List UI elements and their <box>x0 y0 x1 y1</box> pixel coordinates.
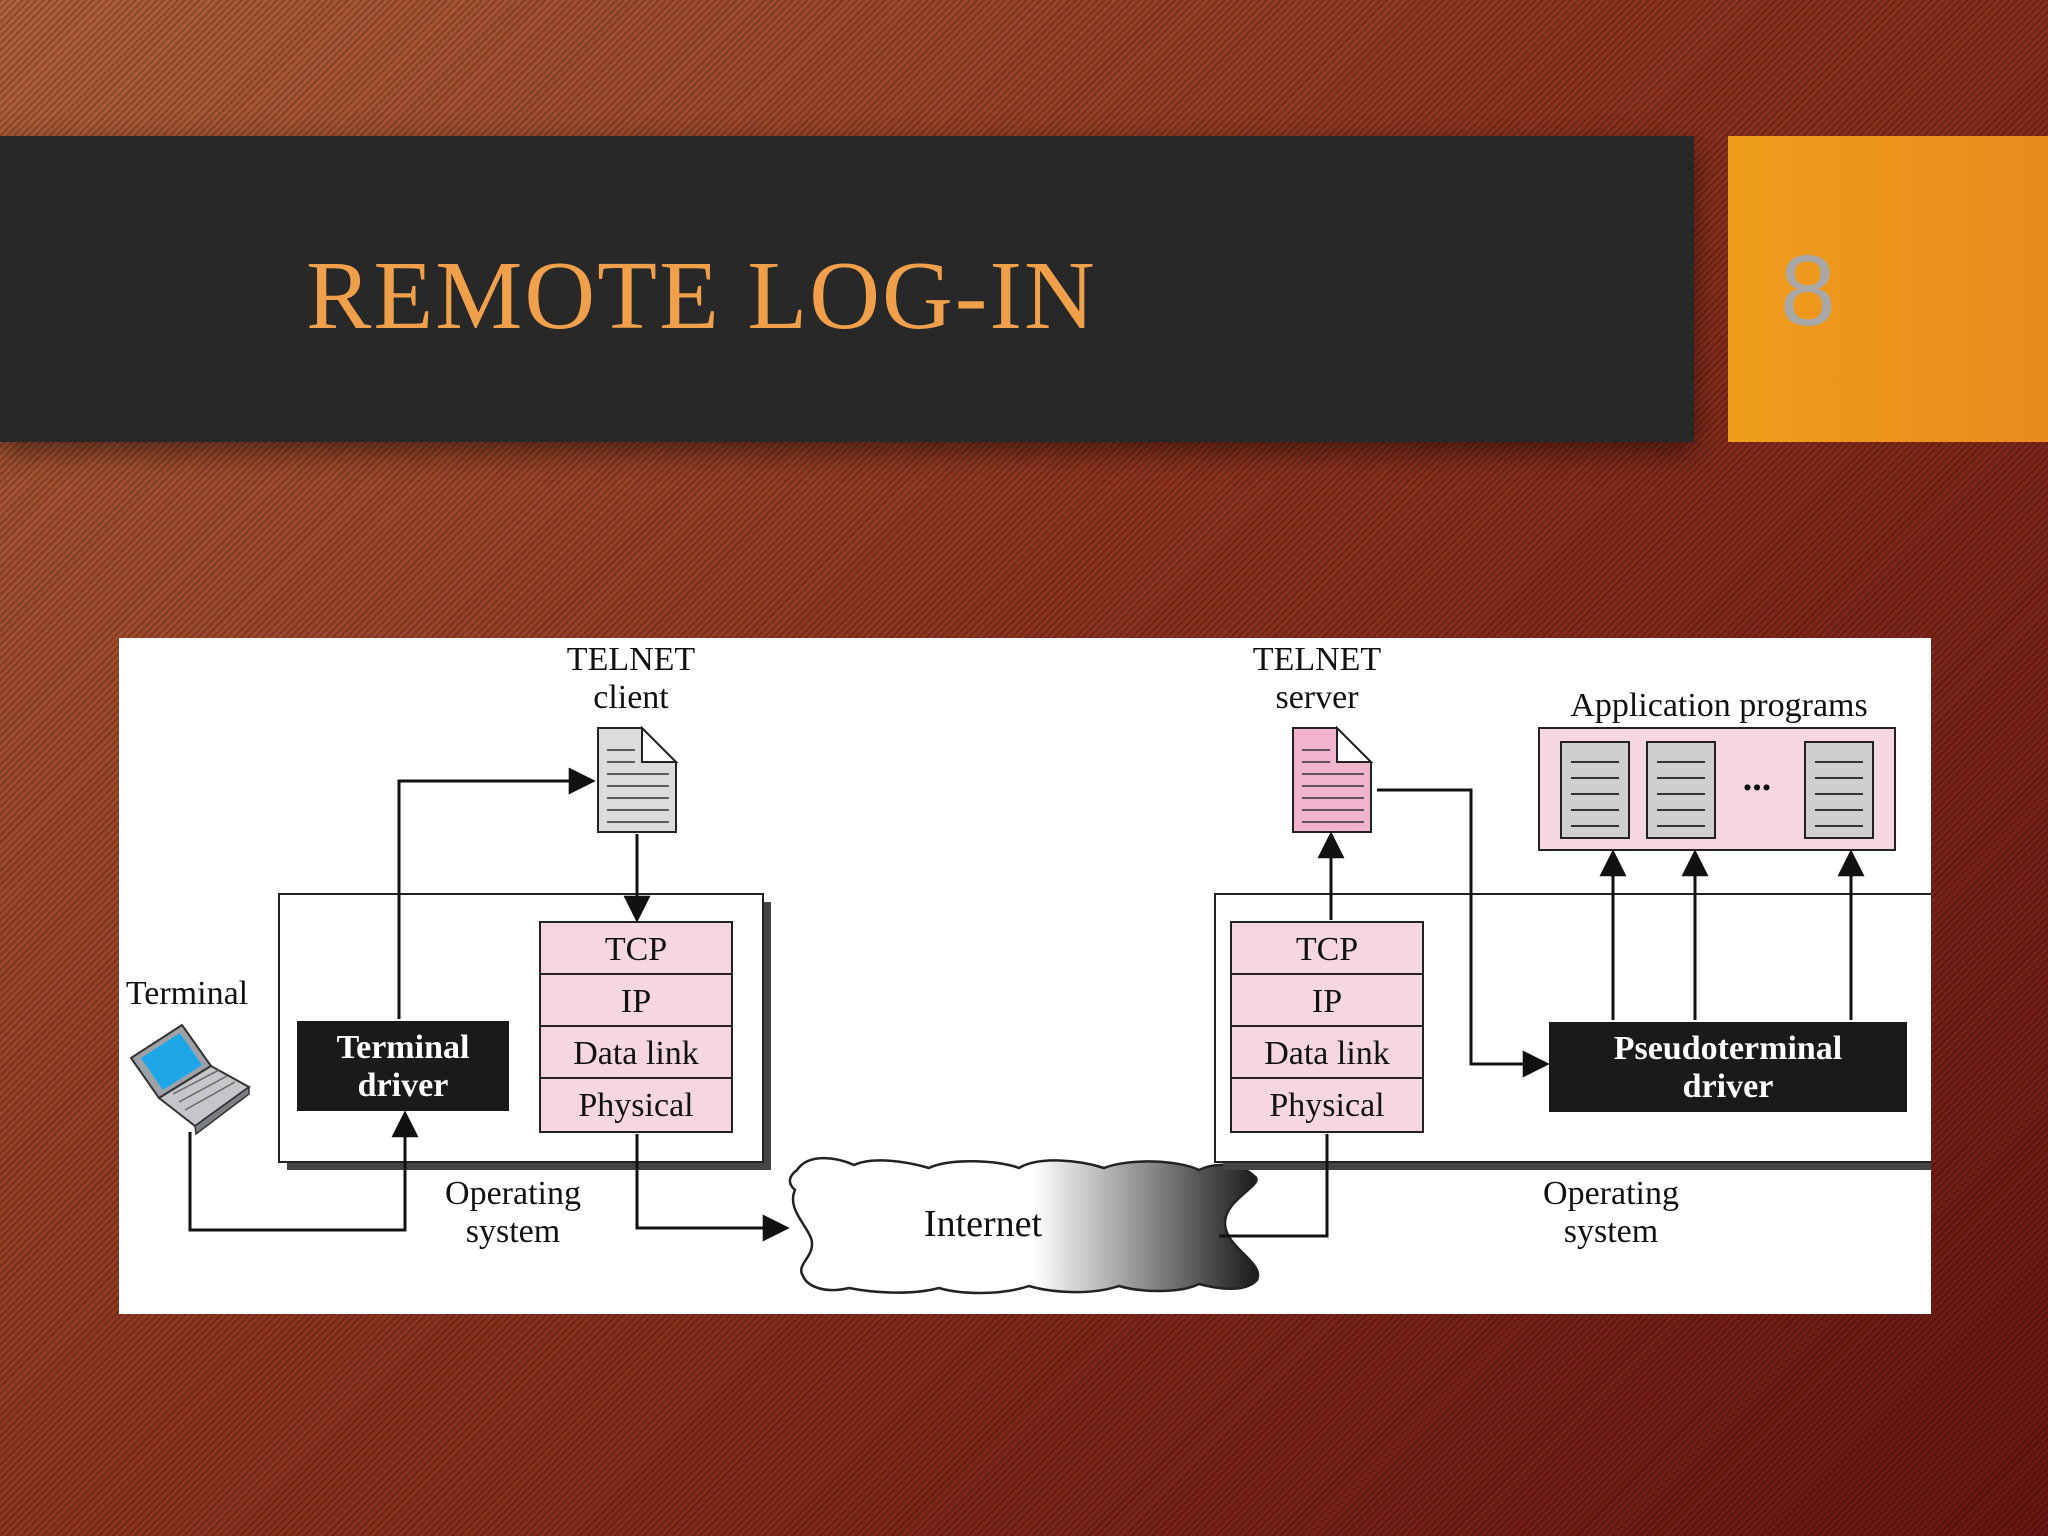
server-protocol-stack <box>1230 921 1424 1133</box>
title-bar <box>0 136 1694 442</box>
terminal-driver-label-1: Terminal <box>337 1029 470 1066</box>
client-protocol-stack <box>539 921 733 1133</box>
client-document-icon <box>597 725 679 833</box>
app-program-icon-1 <box>1560 741 1630 839</box>
line-internet-to-server-physical <box>1219 1134 1329 1238</box>
client-layer-physical: Physical <box>578 1087 693 1124</box>
client-os-label-2: system <box>466 1213 560 1250</box>
telnet-client-label-1: TELNET <box>567 641 696 678</box>
server-layer-tcp: TCP <box>1296 931 1358 968</box>
pseudoterminal-driver-label-1: Pseudoterminal <box>1614 1030 1843 1067</box>
telnet-client-label-2: client <box>593 679 669 716</box>
internet-cloud <box>788 1156 1260 1295</box>
slide-number: 8 <box>1780 235 1836 347</box>
client-os-label-1: Operating <box>445 1175 581 1212</box>
terminal-driver-label-2: driver <box>358 1067 449 1104</box>
slide-title: REMOTE LOG-IN <box>306 242 1097 350</box>
pseudoterminal-driver-box <box>1549 1022 1907 1112</box>
app-programs-ellipsis: ... <box>1743 757 1772 799</box>
laptop-icon <box>129 1023 251 1136</box>
slide-number-box <box>1728 136 2048 442</box>
telnet-server-label-2: server <box>1275 679 1359 716</box>
arrow-server-to-pseudoterminal <box>1377 788 1550 1078</box>
telnet-server-label-1: TELNET <box>1253 641 1382 678</box>
server-layer-datalink: Data link <box>1264 1035 1390 1072</box>
client-layer-ip: IP <box>621 983 651 1020</box>
app-program-icon-2 <box>1646 741 1716 839</box>
server-document-icon <box>1292 725 1374 833</box>
terminal-label: Terminal <box>126 975 248 1012</box>
arrow-driver-to-client <box>397 767 596 1019</box>
server-layer-ip: IP <box>1312 983 1342 1020</box>
client-layer-tcp: TCP <box>605 931 667 968</box>
terminal-driver-box <box>297 1021 509 1111</box>
arrow-laptop-to-driver <box>188 1110 419 1232</box>
server-layer-physical: Physical <box>1269 1087 1384 1124</box>
server-os-label-2: system <box>1564 1213 1658 1250</box>
app-program-icon-3 <box>1804 741 1874 839</box>
arrow-physical-to-internet <box>635 1134 790 1242</box>
app-programs-label: Application programs <box>1570 687 1867 724</box>
telnet-diagram: Terminal Terminal driver TCP IP Data lin… <box>119 638 1931 1314</box>
pseudoterminal-driver-label-2: driver <box>1683 1068 1774 1105</box>
client-layer-datalink: Data link <box>573 1035 699 1072</box>
internet-label: Internet <box>924 1203 1043 1245</box>
server-os-label-1: Operating <box>1543 1175 1679 1212</box>
